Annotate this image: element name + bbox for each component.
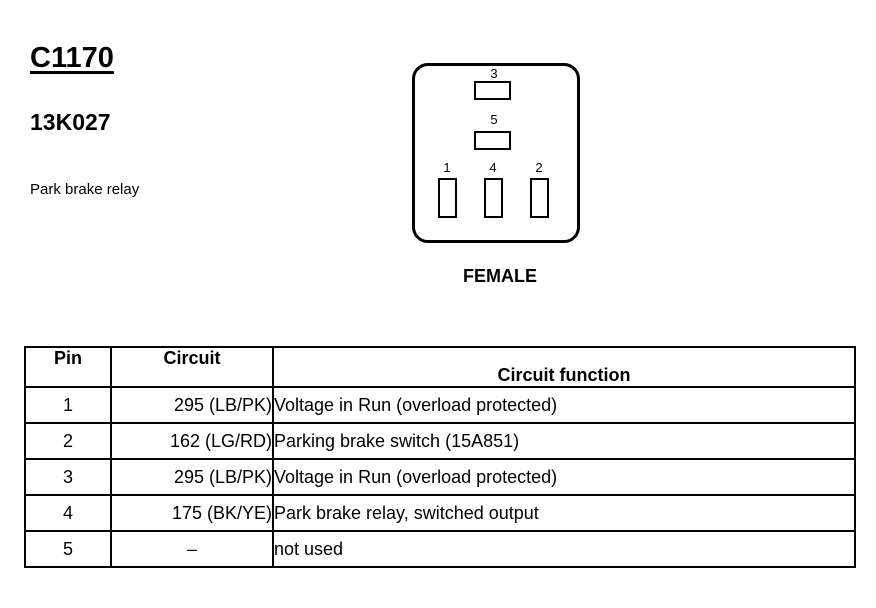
connector-face-diagram: 3 5 1 4 2 xyxy=(412,63,580,243)
pin-table: Pin Circuit Circuit function 1 295 (LB/P… xyxy=(24,346,856,568)
function-cell: Voltage in Run (overload protected) xyxy=(272,458,856,496)
circuit-cell: 295 (LB/PK) xyxy=(110,386,274,424)
table-row: 5 – not used xyxy=(24,530,856,568)
pin-cell: 4 xyxy=(24,494,112,532)
circuit-cell: 162 (LG/RD) xyxy=(110,422,274,460)
header-circuit: Circuit xyxy=(110,346,274,388)
pin-cell: 1 xyxy=(24,386,112,424)
function-cell: Parking brake switch (15A851) xyxy=(272,422,856,460)
pin-slot-1 xyxy=(438,178,457,218)
table-row: 2 162 (LG/RD) Parking brake switch (15A8… xyxy=(24,422,856,460)
connector-id: C1170 xyxy=(30,42,114,74)
pin-label-4: 4 xyxy=(489,160,497,175)
pin-slot-4 xyxy=(484,178,503,218)
circuit-cell: 295 (LB/PK) xyxy=(110,458,274,496)
pin-slot-3 xyxy=(474,81,511,100)
table-row: 4 175 (BK/YE) Park brake relay, switched… xyxy=(24,494,856,532)
function-cell: not used xyxy=(272,530,856,568)
part-number: 13K027 xyxy=(30,109,111,135)
header-pin: Pin xyxy=(24,346,112,388)
pin-label-5: 5 xyxy=(490,112,498,127)
header-circuit-function: Circuit function xyxy=(272,346,856,388)
function-cell: Voltage in Run (overload protected) xyxy=(272,386,856,424)
pin-slot-2 xyxy=(530,178,549,218)
pin-label-3: 3 xyxy=(490,66,498,81)
connector-description: Park brake relay xyxy=(30,181,140,198)
pin-cell: 5 xyxy=(24,530,112,568)
pin-table-header-row: Pin Circuit Circuit function xyxy=(24,346,856,388)
pin-slot-5 xyxy=(474,131,511,150)
function-cell: Park brake relay, switched output xyxy=(272,494,856,532)
table-row: 1 295 (LB/PK) Voltage in Run (overload p… xyxy=(24,386,856,424)
pin-cell: 2 xyxy=(24,422,112,460)
circuit-cell: – xyxy=(110,530,274,568)
pin-label-1: 1 xyxy=(443,160,451,175)
table-row: 3 295 (LB/PK) Voltage in Run (overload p… xyxy=(24,458,856,496)
circuit-cell: 175 (BK/YE) xyxy=(110,494,274,532)
pin-cell: 3 xyxy=(24,458,112,496)
pin-label-2: 2 xyxy=(535,160,543,175)
connector-gender-label: FEMALE xyxy=(463,266,537,286)
